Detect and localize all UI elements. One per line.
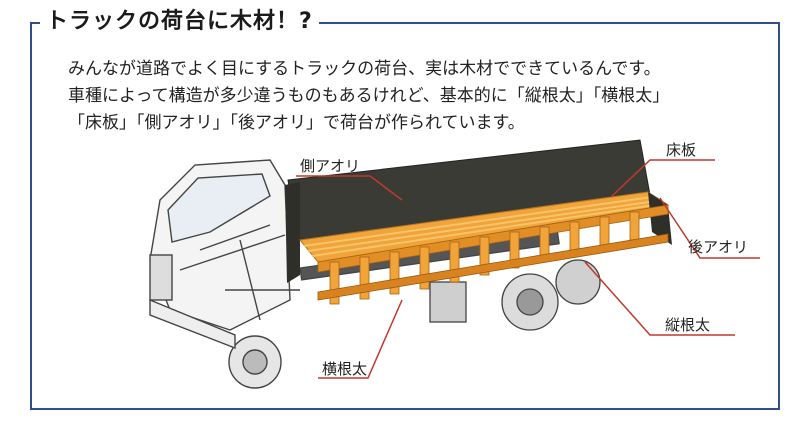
intro-line-3: 「床板」「側アオリ」「後アオリ」で荷台が作られています。 <box>68 113 525 133</box>
headboard <box>285 182 300 283</box>
page-title: トラックの荷台に木材！? <box>40 6 319 38</box>
content-frame <box>30 22 780 410</box>
label-rear-gate: 後アオリ <box>688 238 748 256</box>
leader-side-gate <box>296 175 403 201</box>
callouts: 側アオリ 床板 後アオリ 縦根太 横根太 <box>296 141 760 379</box>
floor-plank-lines <box>303 196 662 257</box>
label-cross-joist: 横根太 <box>322 360 367 378</box>
intro-paragraph: みんなが道路でよく目にするトラックの荷台、実は木材でできているんです。 車種によ… <box>68 56 768 137</box>
leader-rear-gate <box>659 197 760 259</box>
label-side-gate: 側アオリ <box>300 157 360 175</box>
intro-line-2: 車種によって構造が多少違うものもあるけれど、基本的に「縦根太」「横根太」 <box>68 86 670 106</box>
cargo-bed <box>285 139 672 305</box>
longitudinal-joist <box>317 233 669 301</box>
leader-floor-board <box>611 159 715 197</box>
leader-longitudinal-joist <box>584 261 735 336</box>
intro-line-1: みんなが道路でよく目にするトラックの荷台、実は木材でできているんです。 <box>68 59 661 79</box>
label-floor-board: 床板 <box>666 141 696 159</box>
label-longitudinal-joist: 縦根太 <box>665 316 710 334</box>
side-rail <box>317 204 669 273</box>
truck-cab <box>149 159 300 389</box>
cross-joists <box>329 211 640 305</box>
leader-cross-joist <box>318 299 403 379</box>
